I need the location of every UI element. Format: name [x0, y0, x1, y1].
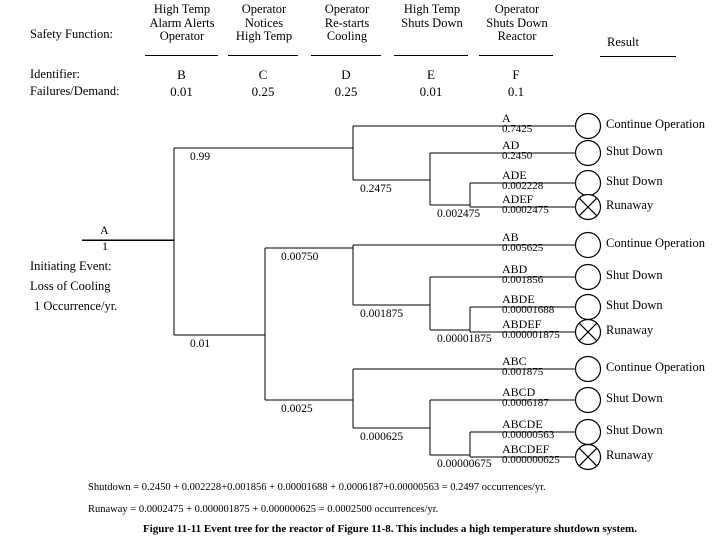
sequence-value: 0.0002475 — [502, 204, 549, 216]
branch-prob-e-bot: 0.00000675 — [437, 458, 492, 470]
branch-prob-d-top: 0.2475 — [360, 183, 392, 195]
summary-runaway: Runaway = 0.0002475 + 0.000001875 + 0.00… — [88, 504, 439, 515]
initiating-event-line1: Initiating Event: — [30, 259, 112, 273]
sequence-code: ADEF — [502, 192, 534, 206]
branch-prob-b-success: 0.99 — [190, 151, 211, 163]
sequence-result: Shut Down — [606, 391, 663, 405]
initiating-event-frequency: 1 — [102, 239, 108, 253]
sequence-value: 0.00001688 — [502, 304, 555, 316]
result-rule — [600, 56, 676, 57]
sequence-code: ABDEF — [502, 317, 542, 331]
initiating-event-code: A — [100, 223, 109, 237]
column-rule-b — [145, 55, 218, 56]
failures-value-b: 0.01 — [170, 84, 193, 99]
failures-value-d: 0.25 — [334, 84, 358, 99]
identifier-c: C — [258, 67, 268, 82]
branch-prob-e-top: 0.002475 — [437, 208, 481, 220]
column-header-c: Operator Notices High Temp — [235, 2, 293, 43]
sequence-value: 0.001875 — [502, 366, 544, 378]
sequence-value: 0.000001875 — [502, 329, 560, 341]
sequence-value: 0.005625 — [502, 242, 544, 254]
sequence-result: Shut Down — [606, 298, 663, 312]
sequence-value: 0.001856 — [502, 274, 544, 286]
failures-value-f: 0.1 — [507, 84, 525, 99]
sequence-value: 0.002228 — [502, 180, 544, 192]
column-rule-d — [311, 55, 381, 56]
identifier-d: D — [341, 67, 351, 82]
sequence-code: ABD — [502, 262, 528, 276]
sequence-value: 0.2450 — [502, 150, 533, 162]
sequence-value: 0.000000625 — [502, 454, 560, 466]
sequence-code: ABC — [502, 354, 527, 368]
initiating-event-line3: 1 Occurrence/yr. — [34, 299, 118, 313]
sequence-code: ABCD — [502, 385, 536, 399]
initiating-event-rule — [82, 240, 174, 241]
column-header-f: Operator Shuts Down Reactor — [486, 2, 548, 43]
identifier-label: Identifier: — [30, 67, 80, 81]
sequence-code: A — [502, 111, 511, 125]
branch-prob-c-failure: 0.0025 — [281, 403, 313, 415]
sequence-result: Shut Down — [606, 144, 663, 158]
column-header-e: High Temp Shuts Down — [401, 2, 463, 30]
sequence-code: ABCDE — [502, 417, 543, 431]
sequence-result: Runaway — [606, 323, 654, 337]
sequence-value: 0.0006187 — [502, 397, 549, 409]
column-header-b: High Temp Alarm Alerts Operator — [149, 2, 215, 43]
sequence-result: Continue Operation — [606, 117, 705, 131]
sequence-result: Shut Down — [606, 268, 663, 282]
summary-shutdown: Shutdown = 0.2450 + 0.002228+0.001856 + … — [88, 482, 546, 493]
sequence-code: ABDE — [502, 292, 535, 306]
identifier-b: B — [177, 67, 186, 82]
branch-prob-d-mid: 0.001875 — [360, 308, 404, 320]
column-rule-e — [394, 55, 468, 56]
sequence-code: AD — [502, 138, 520, 152]
branch-prob-c-success: 0.00750 — [281, 251, 319, 263]
safety-function-label: Safety Function: — [30, 27, 113, 41]
failures-value-c: 0.25 — [251, 84, 275, 99]
column-rule-c — [228, 55, 298, 56]
figure-caption: Figure 11-11 Event tree for the reactor … — [143, 523, 637, 535]
sequence-result: Runaway — [606, 198, 654, 212]
branch-prob-e-mid: 0.00001875 — [437, 333, 492, 345]
branch-prob-d-bot: 0.000625 — [360, 431, 404, 443]
column-header-d: Operator Re-starts Cooling — [324, 2, 370, 43]
sequence-value: 0.00000563 — [502, 429, 555, 441]
column-rule-f — [479, 55, 553, 56]
sequence-value: 0.7425 — [502, 123, 533, 135]
sequence-result: Shut Down — [606, 174, 663, 188]
initiating-event-line2: Loss of Cooling — [30, 279, 111, 293]
failures-per-demand-label: Failures/Demand: — [30, 84, 120, 98]
failures-value-e: 0.01 — [419, 84, 443, 99]
sequence-code: AB — [502, 230, 519, 244]
branch-prob-b-failure: 0.01 — [190, 338, 211, 350]
identifier-f: F — [512, 67, 520, 82]
sequence-result: Continue Operation — [606, 236, 705, 250]
sequence-code: ABCDEF — [502, 442, 550, 456]
sequence-result: Continue Operation — [606, 360, 705, 374]
sequence-result: Runaway — [606, 448, 654, 462]
identifier-e: E — [427, 67, 435, 82]
sequence-code: ADE — [502, 168, 527, 182]
sequence-result: Shut Down — [606, 423, 663, 437]
result-column-header: Result — [607, 35, 639, 49]
